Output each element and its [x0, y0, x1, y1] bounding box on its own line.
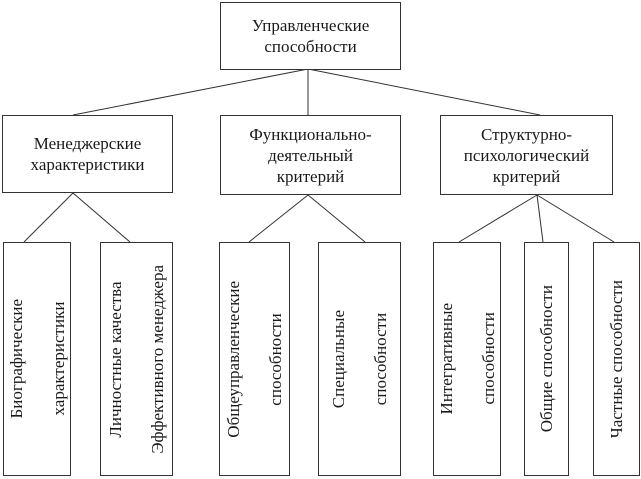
connector-structural-to-integrative — [458, 194, 538, 243]
connector-root-to-managerial — [72, 68, 309, 116]
node-label-line: способности — [371, 312, 390, 406]
node-label-line: Биографические — [6, 299, 26, 419]
category-node-managerial-characteristics: Менеджерские характеристики — [2, 115, 173, 193]
connector-root-to-structural — [307, 68, 541, 116]
node-label-line: Функционально- — [249, 124, 372, 144]
connector-structural-to-particular — [536, 194, 615, 243]
node-label-line: способности — [478, 312, 498, 406]
leaf-node-general-management-abilities: Общеуправленческие способности — [219, 242, 290, 476]
node-label-line: деятельный — [268, 145, 353, 165]
node-label-line: Интегративные — [436, 303, 456, 415]
leaf-node-particular-abilities: Частные способности — [593, 242, 640, 476]
node-label-line: способности — [266, 312, 285, 406]
node-label-line: Общие способности — [537, 285, 556, 433]
node-label-line: критерий — [492, 166, 561, 186]
leaf-node-integrative-abilities: Интегративные способности — [433, 242, 501, 476]
node-label-line: характеристики — [30, 155, 145, 174]
connector-managerial-to-personal — [72, 192, 131, 243]
category-node-functional-criterion: Функционально- деятельный критерий — [220, 115, 401, 195]
leaf-node-personal-qualities: Личностные качества Эффективного менедже… — [100, 242, 173, 476]
node-label-line: Управленческие — [251, 16, 370, 35]
node-label-line: психологический — [463, 145, 590, 165]
leaf-node-biographical-characteristics: Биографические характеристики — [3, 242, 71, 476]
node-label-line: Менеджерские — [33, 134, 142, 153]
node-label-line: Эффективного менеджера — [148, 264, 167, 454]
connector-functional-to-special — [307, 194, 366, 243]
connector-managerial-to-biographical — [23, 192, 74, 243]
node-label-line: Общеуправленческие — [224, 280, 243, 438]
node-label-line: Личностные качества — [106, 280, 125, 438]
connector-structural-to-general — [536, 194, 544, 243]
node-label-line: Частные способности — [607, 279, 626, 439]
node-label-line: Структурно- — [480, 124, 572, 144]
category-node-structural-criterion: Структурно- психологический критерий — [440, 115, 613, 195]
node-label-line: способности — [264, 37, 357, 56]
root-node-managerial-abilities: Управленческие способности — [220, 2, 401, 70]
leaf-node-general-abilities: Общие способности — [524, 242, 569, 476]
connector-functional-to-general-management — [248, 194, 309, 243]
node-label-line: Специальные — [329, 309, 348, 409]
node-label-line: критерий — [276, 166, 345, 186]
leaf-node-special-abilities: Специальные способности — [318, 242, 401, 476]
node-label-line: характеристики — [48, 302, 68, 416]
